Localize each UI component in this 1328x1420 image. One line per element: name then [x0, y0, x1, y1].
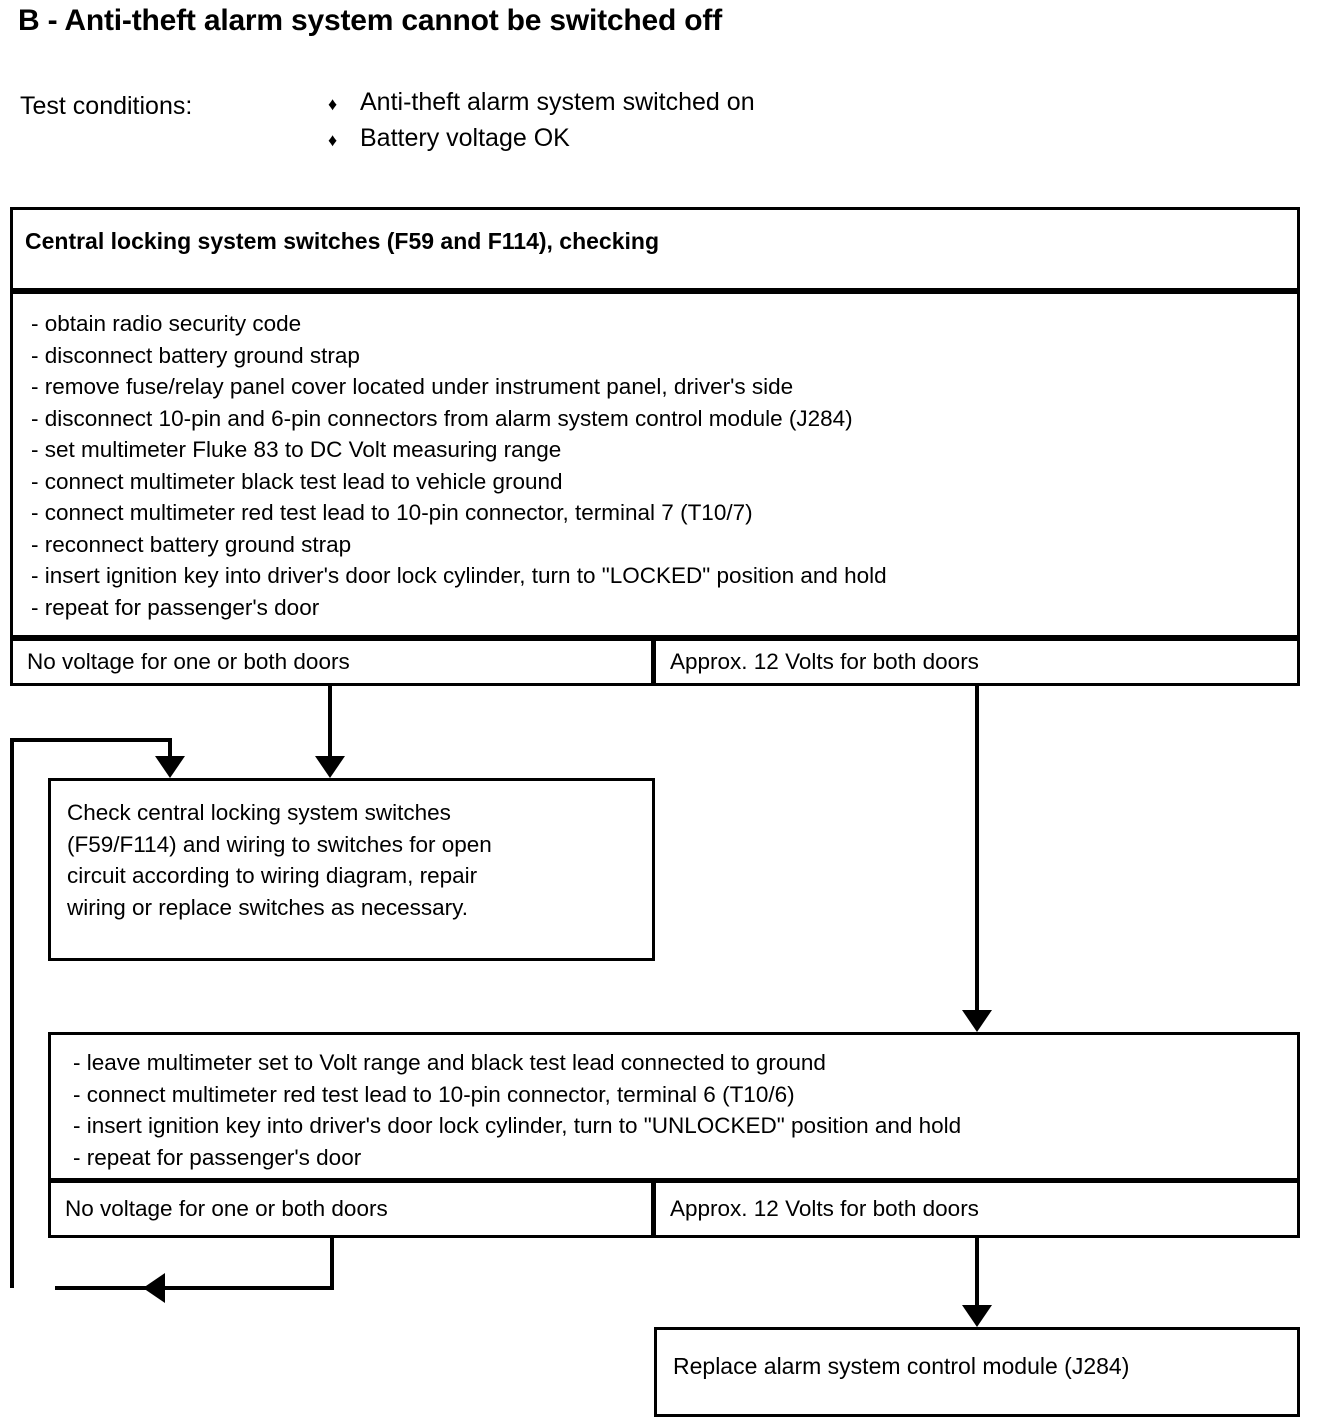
procedure-box-2: - leave multimeter set to Volt range and…: [48, 1032, 1300, 1181]
connector-line: [975, 686, 979, 1010]
outcome-1-right-text: Approx. 12 Volts for both doors: [670, 649, 979, 674]
procedure-step: - set multimeter Fluke 83 to DC Volt mea…: [31, 437, 562, 462]
connector-line: [55, 1286, 334, 1290]
final-action-text: Replace alarm system control module (J28…: [673, 1353, 1130, 1379]
procedure-2-steps: - leave multimeter set to Volt range and…: [73, 1047, 961, 1173]
procedure-step: - disconnect battery ground strap: [31, 342, 360, 368]
test-condition-item: ♦ Battery voltage OK: [328, 126, 1228, 162]
procedure-step: - repeat for passenger's door: [73, 1144, 362, 1170]
outcome-2-left-cell: No voltage for one or both doors: [48, 1180, 654, 1238]
test-conditions-list: ♦ Anti-theft alarm system switched on ♦ …: [328, 90, 1228, 162]
diamond-bullet-icon: ♦: [328, 94, 338, 114]
arrow-down-icon: [962, 1010, 992, 1032]
procedure-step: - connect multimeter red test lead to 10…: [31, 500, 753, 525]
diamond-bullet-icon: ♦: [328, 130, 338, 150]
procedure-step: - remove fuse/relay panel cover located …: [31, 374, 794, 399]
test-condition-text: Anti-theft alarm system switched on: [360, 88, 755, 116]
final-action-box: Replace alarm system control module (J28…: [654, 1327, 1300, 1417]
procedure-step: - obtain radio security code: [31, 311, 302, 336]
outcome-2-right-text: Approx. 12 Volts for both doors: [670, 1196, 979, 1221]
arrow-down-icon: [962, 1305, 992, 1327]
page-title: B - Anti-theft alarm system cannot be sw…: [18, 4, 722, 37]
arrow-down-icon: [315, 756, 345, 778]
check-switches-text: Check central locking system switches (F…: [67, 800, 492, 920]
check-switches-box: Check central locking system switches (F…: [48, 778, 655, 961]
header-box: Central locking system switches (F59 and…: [10, 207, 1300, 291]
procedure-step: - connect multimeter red test lead to 10…: [73, 1081, 795, 1107]
procedure-step: - connect multimeter black test lead to …: [31, 468, 563, 494]
connector-line: [975, 1238, 979, 1305]
procedure-box-1: - obtain radio security code - disconnec…: [10, 291, 1300, 638]
test-conditions-label: Test conditions:: [20, 92, 193, 120]
procedure-1-steps: - obtain radio security code - disconnec…: [31, 308, 887, 623]
outcome-2-left-text: No voltage for one or both doors: [65, 1196, 388, 1221]
test-condition-item: ♦ Anti-theft alarm system switched on: [328, 90, 1228, 126]
connector-line: [10, 738, 14, 1288]
connector-line: [168, 738, 172, 756]
procedure-step: - insert ignition key into driver's door…: [31, 563, 887, 588]
connector-line: [328, 686, 332, 756]
arrow-left-icon: [143, 1273, 165, 1303]
procedure-step: - disconnect 10-pin and 6-pin connectors…: [31, 405, 853, 431]
procedure-step: - repeat for passenger's door: [31, 594, 320, 620]
outcome-1-right-cell: Approx. 12 Volts for both doors: [653, 638, 1300, 686]
procedure-step: - insert ignition key into driver's door…: [73, 1113, 962, 1138]
procedure-step: - leave multimeter set to Volt range and…: [73, 1050, 826, 1075]
connector-line: [330, 1238, 334, 1288]
procedure-step: - reconnect battery ground strap: [31, 531, 352, 557]
arrow-down-icon: [155, 756, 185, 778]
outcome-1-left-text: No voltage for one or both doors: [27, 649, 350, 674]
outcome-1-left-cell: No voltage for one or both doors: [10, 638, 654, 686]
outcome-2-right-cell: Approx. 12 Volts for both doors: [653, 1180, 1300, 1238]
test-condition-text: Battery voltage OK: [360, 124, 570, 152]
header-box-text: Central locking system switches (F59 and…: [25, 228, 660, 254]
connector-line: [10, 738, 172, 742]
